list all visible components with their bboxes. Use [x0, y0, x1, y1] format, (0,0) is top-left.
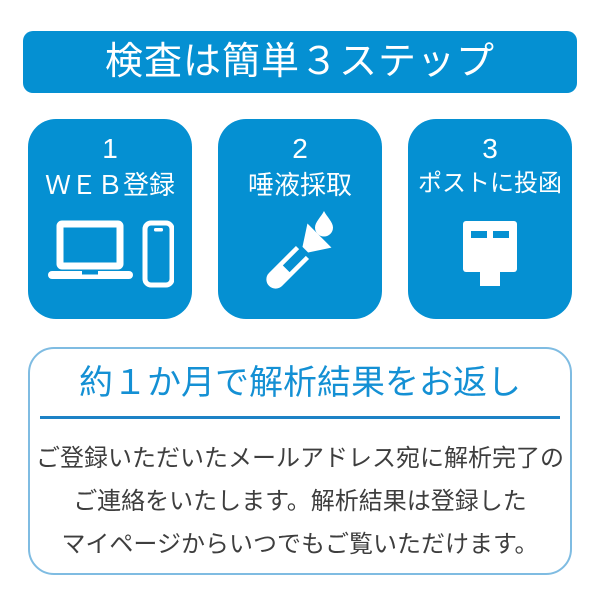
result-body-line: ご連絡をいたします。解析結果は登録した [73, 488, 527, 516]
laptop-and-phone-icon [28, 209, 192, 301]
step-card-web-registration: 1 ＷＥＢ登録 [28, 119, 192, 319]
result-body-text: ご登録いただいたメールアドレス宛に解析完了の ご連絡をいたします。解析結果は登録… [30, 437, 570, 566]
step-label: ＷＥＢ登録 [44, 169, 175, 200]
step-number: 3 [482, 133, 498, 164]
result-box: 約１か月で解析結果をお返し ご登録いただいたメールアドレス宛に解析完了の ご連絡… [28, 347, 572, 575]
step-number: 1 [102, 133, 118, 164]
steps-row: 1 ＷＥＢ登録 2 唾液採取 [0, 119, 600, 319]
saliva-tube-icon [218, 209, 382, 301]
postbox-icon [408, 207, 572, 299]
infographic-page: 検査は簡単３ステップ 1 ＷＥＢ登録 2 唾液採取 [0, 31, 600, 600]
page-title: 検査は簡単３ステップ [104, 41, 495, 83]
step-card-post-in-mailbox: 3 ポストに投函 [408, 119, 572, 319]
divider-line [40, 416, 560, 420]
result-body-line: マイページからいつでもご覧いただけます。 [61, 531, 539, 559]
result-body-line: ご登録いただいたメールアドレス宛に解析完了の [36, 445, 564, 473]
result-heading: 約１か月で解析結果をお返し [79, 364, 521, 402]
step-number: 2 [292, 133, 308, 164]
step-card-saliva-collection: 2 唾液採取 [218, 119, 382, 319]
step-label: ポストに投函 [418, 169, 562, 197]
header-banner: 検査は簡単３ステップ [23, 31, 577, 93]
step-label: 唾液採取 [247, 169, 352, 200]
